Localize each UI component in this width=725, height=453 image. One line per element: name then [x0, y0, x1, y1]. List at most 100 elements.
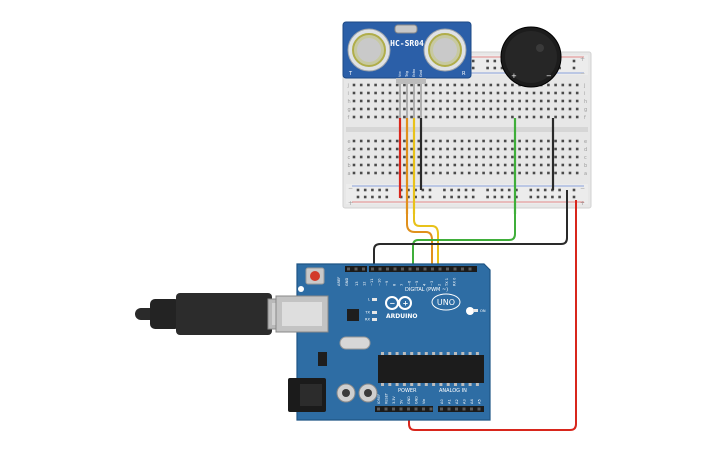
header-pin[interactable]: [407, 407, 410, 411]
header-pin[interactable]: [446, 267, 449, 271]
breadboard-hole: [467, 83, 471, 87]
breadboard-hole: [525, 163, 529, 167]
on-led: [473, 309, 478, 312]
breadboard-hole: [417, 171, 421, 175]
rail-hole: [471, 59, 475, 63]
breadboard-hole: [503, 91, 507, 95]
breadboard-hole: [388, 115, 392, 119]
breadboard-hole: [496, 115, 500, 119]
breadboard-hole: [482, 99, 485, 103]
analog-pin-label: A5: [478, 399, 482, 404]
header-pin[interactable]: [453, 267, 457, 271]
header-pin[interactable]: [377, 407, 380, 411]
buzzer-minus-label: −: [546, 72, 552, 80]
header-pin[interactable]: [408, 267, 412, 271]
breadboard-hole: [489, 139, 493, 143]
breadboard-hole: [453, 163, 457, 167]
rail-hole: [443, 195, 446, 199]
header-pin[interactable]: [347, 267, 350, 271]
header-pin[interactable]: [440, 407, 443, 411]
breadboard-hole: [410, 139, 413, 143]
breadboard-hole: [532, 139, 536, 143]
breadboard-hole: [496, 139, 500, 143]
header-pin[interactable]: [438, 267, 442, 271]
breadboard-hole: [475, 91, 478, 95]
rail-hole: [493, 195, 497, 199]
header-pin[interactable]: [371, 267, 374, 271]
breadboard-hole: [511, 83, 514, 87]
header-pin[interactable]: [431, 267, 434, 271]
breadboard-hole: [381, 115, 385, 119]
breadboard-hole: [489, 83, 493, 87]
sensor-r-mark: R: [462, 71, 466, 77]
header-pin[interactable]: [429, 407, 433, 411]
breadboard-hole: [496, 155, 500, 159]
breadboard-hole: [403, 155, 406, 159]
breadboard-hole: [352, 171, 356, 175]
header-pin[interactable]: [354, 267, 358, 271]
rail-hole: [572, 188, 576, 192]
rail-hole: [486, 66, 489, 70]
rail-hole: [356, 195, 360, 199]
header-pin[interactable]: [468, 267, 472, 271]
breadboard-hole: [460, 147, 464, 151]
breadboard-hole: [388, 163, 392, 167]
chip-pin: [410, 352, 414, 355]
header-pin[interactable]: [392, 407, 395, 411]
breadboard-hole: [489, 115, 493, 119]
header-pin[interactable]: [393, 267, 397, 271]
breadboard-hole: [539, 139, 543, 143]
rail-hole: [399, 195, 403, 199]
header-pin[interactable]: [470, 407, 473, 411]
breadboard-hole: [367, 99, 370, 103]
header-pin[interactable]: [423, 267, 427, 271]
breadboard-hole: [381, 171, 385, 175]
rail-hole: [464, 188, 468, 192]
breadboard-hole: [467, 147, 471, 151]
breadboard-hole: [417, 115, 421, 119]
power-pin-label: RESET: [385, 392, 389, 404]
breadboard-hole: [381, 163, 385, 167]
breadboard-hole: [539, 115, 543, 119]
power-pin-label: 5V: [400, 399, 404, 404]
header-pin[interactable]: [455, 407, 458, 411]
header-pin[interactable]: [378, 267, 382, 271]
header-pin[interactable]: [447, 407, 451, 411]
header-pin[interactable]: [399, 407, 403, 411]
breadboard-hole: [561, 163, 565, 167]
breadboard-hole: [352, 147, 356, 151]
header-pin[interactable]: [461, 267, 464, 271]
header-pin[interactable]: [416, 267, 419, 271]
sensor-t-mark: T: [348, 71, 353, 77]
header-pin[interactable]: [362, 267, 365, 271]
breadboard-hole: [475, 139, 478, 143]
header-pin[interactable]: [477, 407, 481, 411]
breadboard-hole: [424, 91, 428, 95]
rail-hole: [428, 188, 432, 192]
breadboard-hole: [547, 107, 550, 111]
sensor-pin-label: Gnd: [419, 70, 423, 77]
breadboard-hole: [561, 99, 565, 103]
analog-pin-label: A0: [440, 399, 444, 404]
row-letter: e: [348, 139, 351, 145]
header-pin[interactable]: [422, 407, 425, 411]
chip-pin: [402, 352, 406, 355]
breadboard-hole: [503, 155, 507, 159]
breadboard-hole: [367, 115, 370, 119]
header-pin[interactable]: [414, 407, 418, 411]
breadboard-hole: [575, 83, 579, 87]
header-pin[interactable]: [384, 407, 388, 411]
header-pin[interactable]: [462, 407, 466, 411]
header-pin[interactable]: [401, 267, 404, 271]
breadboard-hole: [532, 99, 536, 103]
breadboard-hole: [575, 163, 579, 167]
breadboard-hole: [446, 163, 449, 167]
breadboard-hole: [467, 99, 471, 103]
breadboard-hole: [359, 139, 363, 143]
breadboard-hole: [489, 155, 493, 159]
breadboard-hole: [403, 171, 406, 175]
svg-text:+: +: [403, 300, 409, 308]
breadboard-hole: [403, 147, 406, 151]
header-pin[interactable]: [386, 267, 389, 271]
